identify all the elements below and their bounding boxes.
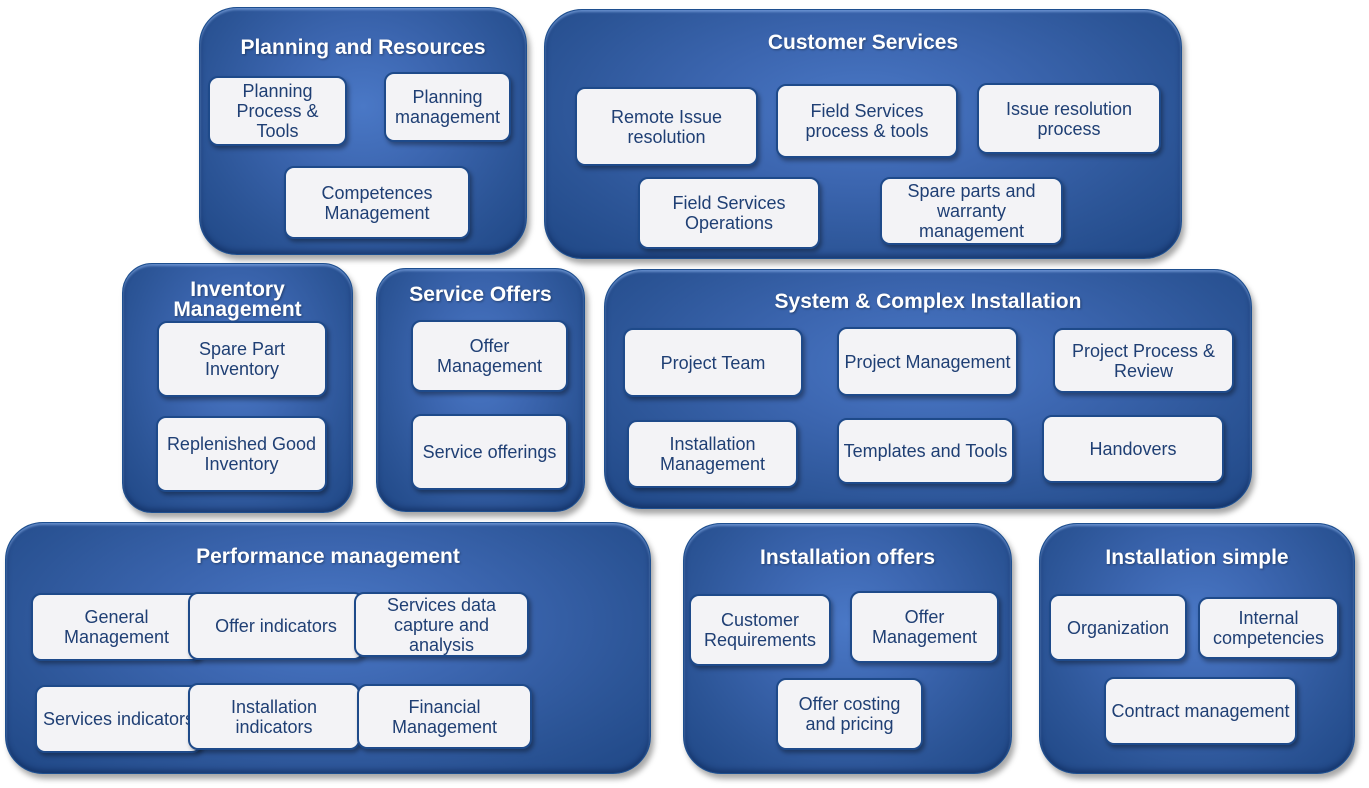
item-templates-and-tools[interactable]: Templates and Tools bbox=[837, 418, 1014, 484]
item-field-services-operations[interactable]: Field Services Operations bbox=[638, 177, 820, 249]
group-customer-services: Customer Services Remote Issue resolutio… bbox=[544, 9, 1182, 259]
item-project-team[interactable]: Project Team bbox=[623, 328, 803, 397]
group-installation-offers: Installation offers Customer Requirement… bbox=[683, 523, 1012, 774]
group-title: Installation offers bbox=[759, 546, 936, 569]
item-project-management[interactable]: Project Management bbox=[837, 327, 1018, 396]
item-financial-management[interactable]: Financial Management bbox=[357, 684, 532, 749]
item-general-management[interactable]: General Management bbox=[31, 593, 202, 661]
item-offer-costing-pricing[interactable]: Offer costing and pricing bbox=[776, 678, 923, 750]
item-contract-management[interactable]: Contract management bbox=[1104, 677, 1297, 745]
item-services-indicators[interactable]: Services indicators bbox=[35, 685, 202, 753]
group-title: Performance management bbox=[196, 545, 460, 568]
group-performance-management: Performance management General Managemen… bbox=[5, 522, 651, 774]
group-system-complex-installation: System & Complex Installation Project Te… bbox=[604, 269, 1252, 509]
group-title: Customer Services bbox=[767, 31, 959, 54]
item-offer-management[interactable]: Offer Management bbox=[411, 320, 568, 392]
item-planning-process-tools[interactable]: Planning Process & Tools bbox=[208, 76, 347, 146]
group-title: Service Offers bbox=[409, 283, 552, 306]
item-field-services-process-tools[interactable]: Field Services process & tools bbox=[776, 84, 958, 158]
item-service-offerings[interactable]: Service offerings bbox=[411, 414, 568, 490]
item-customer-requirements[interactable]: Customer Requirements bbox=[689, 594, 831, 666]
item-installation-indicators[interactable]: Installation indicators bbox=[188, 683, 360, 750]
item-spare-part-inventory[interactable]: Spare Part Inventory bbox=[157, 321, 327, 397]
item-planning-management[interactable]: Planning management bbox=[384, 72, 511, 142]
item-project-process-review[interactable]: Project Process & Review bbox=[1053, 328, 1234, 393]
group-title: System & Complex Installation bbox=[774, 290, 1082, 313]
group-planning-and-resources: Planning and Resources Planning Process … bbox=[199, 7, 527, 255]
item-issue-resolution-process[interactable]: Issue resolution process bbox=[977, 83, 1161, 154]
group-title: Planning and Resources bbox=[240, 36, 486, 59]
item-competences-management[interactable]: Competences Management bbox=[284, 166, 470, 239]
group-installation-simple: Installation simple Organization Interna… bbox=[1039, 523, 1355, 774]
item-installation-management[interactable]: Installation Management bbox=[627, 420, 798, 488]
item-replenished-good-inventory[interactable]: Replenished Good Inventory bbox=[156, 416, 327, 492]
item-services-data-capture[interactable]: Services data capture and analysis bbox=[354, 592, 529, 657]
item-remote-issue-resolution[interactable]: Remote Issue resolution bbox=[575, 87, 758, 166]
item-internal-competencies[interactable]: Internal competencies bbox=[1198, 597, 1339, 659]
item-handovers[interactable]: Handovers bbox=[1042, 415, 1224, 483]
item-offer-indicators[interactable]: Offer indicators bbox=[188, 592, 364, 660]
group-title: Installation simple bbox=[1105, 546, 1289, 569]
group-inventory-management: Inventory Management Spare Part Inventor… bbox=[122, 263, 353, 513]
item-offer-management[interactable]: Offer Management bbox=[850, 591, 999, 663]
group-title: Inventory Management bbox=[173, 278, 302, 321]
group-service-offers: Service Offers Offer Management Service … bbox=[376, 268, 585, 512]
item-spare-parts-warranty[interactable]: Spare parts and warranty management bbox=[880, 177, 1063, 245]
item-organization[interactable]: Organization bbox=[1049, 594, 1187, 661]
